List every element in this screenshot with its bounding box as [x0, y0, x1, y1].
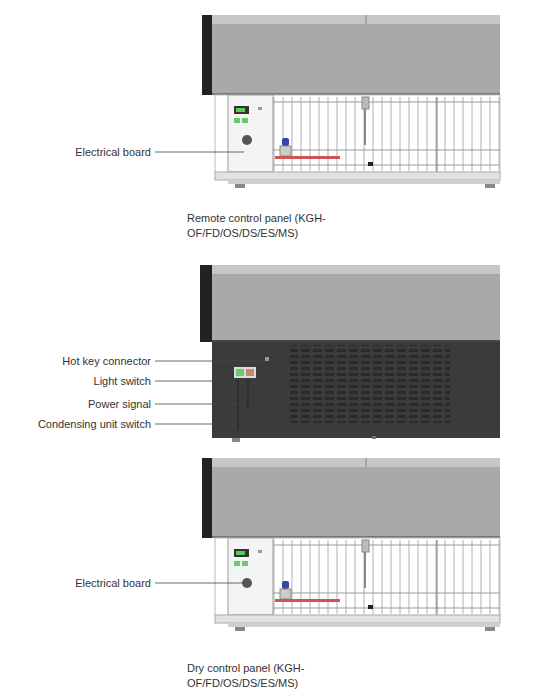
part-label: Light switch — [94, 375, 151, 388]
part-label: Condensing unit switch — [38, 418, 151, 431]
part-label: Power signal — [88, 398, 151, 411]
part-label: Electrical board — [75, 577, 151, 590]
panel-caption: Remote control panel (KGH-OF/FD/OS/DS/ES… — [187, 211, 347, 241]
part-label: Electrical board — [75, 146, 151, 159]
part-label: Hot key connector — [62, 355, 151, 368]
panel-caption: Dry control panel (KGH-OF/FD/OS/DS/ES/MS… — [187, 661, 347, 691]
